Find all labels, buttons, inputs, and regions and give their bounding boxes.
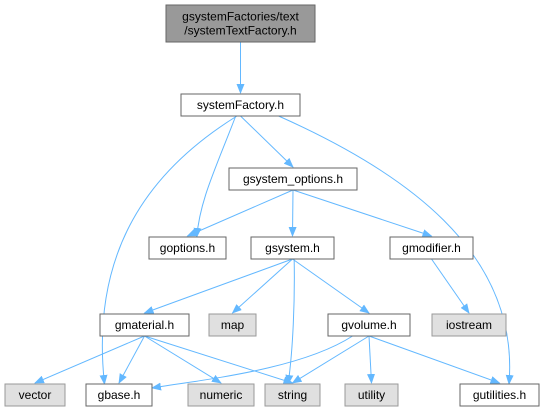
- edge-gmaterial-to-vector: [34, 335, 145, 384]
- node-map: map: [208, 313, 257, 337]
- node-label-map: map: [221, 318, 245, 332]
- edge-gvolume-to-gutilities: [368, 335, 501, 384]
- node-numeric: numeric: [187, 383, 255, 407]
- node-systemFactory[interactable]: systemFactory.h: [180, 93, 301, 117]
- node-gmodifier[interactable]: gmodifier.h: [389, 236, 474, 260]
- nodes-layer: gsystemFactories/text/systemTextFactory.…: [4, 4, 540, 407]
- node-label-iostream: iostream: [446, 318, 492, 332]
- node-gsystem_options[interactable]: gsystem_options.h: [228, 167, 358, 191]
- edge-gmaterial-to-string: [144, 335, 294, 385]
- node-label-gsystem: gsystem.h: [265, 241, 320, 255]
- node-label-gsystem_options: gsystem_options.h: [243, 172, 343, 186]
- node-label-gbase: gbase.h: [98, 388, 141, 402]
- node-string: string: [264, 383, 321, 407]
- edge-systemFactory-to-goptions: [193, 115, 237, 238]
- node-box-gutilities: [459, 383, 540, 407]
- node-gutilities[interactable]: gutilities.h: [459, 383, 540, 407]
- edge-gvolume-to-string: [291, 335, 370, 384]
- edge-gsystem_options-to-goptions: [186, 189, 294, 237]
- node-gbase[interactable]: gbase.h: [85, 383, 153, 407]
- edge-gsystem-to-gvolume: [292, 258, 370, 314]
- node-box-gsystem_options: [228, 167, 358, 191]
- edge-gsystem-to-string: [285, 258, 295, 385]
- node-box-systemFactory: [180, 93, 301, 117]
- node-vector: vector: [4, 383, 66, 407]
- edge-gsystem-to-map: [231, 258, 293, 314]
- node-box-gmaterial: [99, 313, 190, 337]
- node-label-vector: vector: [19, 388, 52, 402]
- node-label-root: /systemTextFactory.h: [184, 24, 296, 38]
- node-box-gbase: [85, 383, 153, 407]
- node-label-systemFactory: systemFactory.h: [197, 98, 284, 112]
- node-box-string: [264, 383, 321, 407]
- node-box-gsystem: [250, 236, 335, 260]
- edge-gmaterial-to-numeric: [144, 335, 222, 384]
- node-gmaterial[interactable]: gmaterial.h: [99, 313, 190, 337]
- node-box-utility: [344, 383, 399, 407]
- node-label-gmodifier: gmodifier.h: [402, 241, 461, 255]
- node-goptions[interactable]: goptions.h: [148, 236, 227, 260]
- node-utility: utility: [344, 383, 399, 407]
- node-box-root: [165, 4, 316, 43]
- edge-gsystem_options-to-gmodifier: [292, 189, 433, 237]
- edge-gsystem_options-to-gsystem: [288, 189, 297, 237]
- edge-gvolume-to-gbase: [151, 335, 353, 391]
- node-gsystem[interactable]: gsystem.h: [250, 236, 335, 260]
- node-label-gmaterial: gmaterial.h: [115, 318, 174, 332]
- edge-gmodifier-to-iostream: [431, 258, 470, 314]
- node-box-iostream: [431, 313, 507, 337]
- node-gvolume[interactable]: gvolume.h: [327, 313, 411, 337]
- node-label-numeric: numeric: [200, 388, 243, 402]
- node-label-string: string: [278, 388, 307, 402]
- node-box-vector: [4, 383, 66, 407]
- node-box-map: [208, 313, 257, 337]
- node-box-numeric: [187, 383, 255, 407]
- node-label-gvolume: gvolume.h: [341, 318, 396, 332]
- edge-gsystem-to-gmaterial: [143, 258, 293, 314]
- node-label-root: gsystemFactories/text: [182, 10, 299, 24]
- node-box-gvolume: [327, 313, 411, 337]
- node-iostream: iostream: [431, 313, 507, 337]
- node-label-utility: utility: [358, 388, 385, 402]
- edge-gmaterial-to-gbase: [118, 335, 145, 384]
- node-box-goptions: [148, 236, 227, 260]
- node-box-gmodifier: [389, 236, 474, 260]
- node-label-goptions: goptions.h: [160, 241, 215, 255]
- edge-gvolume-to-utility: [367, 335, 376, 384]
- node-label-gutilities: gutilities.h: [473, 388, 526, 402]
- edges-layer: [34, 42, 514, 391]
- node-root[interactable]: gsystemFactories/text/systemTextFactory.…: [165, 4, 316, 43]
- edge-systemFactory-to-gsystem_options: [240, 115, 294, 168]
